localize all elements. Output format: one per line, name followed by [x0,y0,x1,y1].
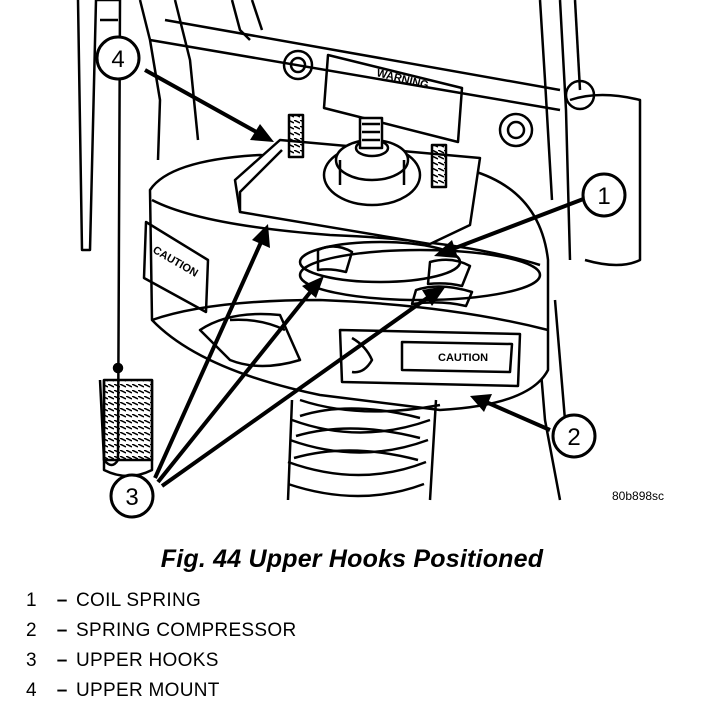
upper-mount [233,113,482,246]
legend-dash: – [56,650,68,671]
legend-list: 1 – COIL SPRING 2 – SPRING COMPRESSOR 3 … [26,586,296,706]
legend-item: 1 – COIL SPRING [26,586,296,616]
legend-dash: – [56,590,68,611]
svg-text:4: 4 [111,46,124,73]
callout-3: 3 [109,473,155,519]
legend-number: 2 [26,620,37,641]
caution-label-front-text: CAUTION [438,352,488,364]
caution-label-side [142,220,210,314]
legend-dash: – [56,680,68,701]
caution-label-front [338,328,522,388]
warning-label [322,53,464,144]
leader-arrows [144,68,587,488]
legend-number: 1 [26,590,37,611]
legend-dash: – [56,620,68,641]
legend-item: 3 – UPPER HOOKS [26,646,296,676]
svg-text:3: 3 [125,484,138,511]
legend-label: UPPER MOUNT [76,680,220,701]
spring-compressor-illustration: WARNING CAUTION CAUTION 4 1 2 3 80b898sc [76,0,664,519]
coil-spring [286,398,441,501]
figure-caption: Fig. 44 Upper Hooks Positioned [160,545,544,573]
warning-label-text: WARNING [375,67,429,92]
legend-label: SPRING COMPRESSOR [76,620,297,641]
legend-number: 4 [26,680,37,701]
svg-text:1: 1 [597,183,610,210]
legend-label: UPPER HOOKS [76,650,219,671]
threaded-rod [76,0,154,478]
figure-code: 80b898sc [612,489,664,503]
legend-label: COIL SPRING [76,590,202,611]
callout-2: 2 [551,413,597,459]
svg-text:2: 2 [567,424,580,451]
legend-item: 4 – UPPER MOUNT [26,676,296,706]
frame-bolts [282,49,596,148]
legend-item: 2 – SPRING COMPRESSOR [26,616,296,646]
legend-number: 3 [26,650,37,671]
callout-4: 4 [95,35,141,81]
callout-1: 1 [581,172,627,218]
